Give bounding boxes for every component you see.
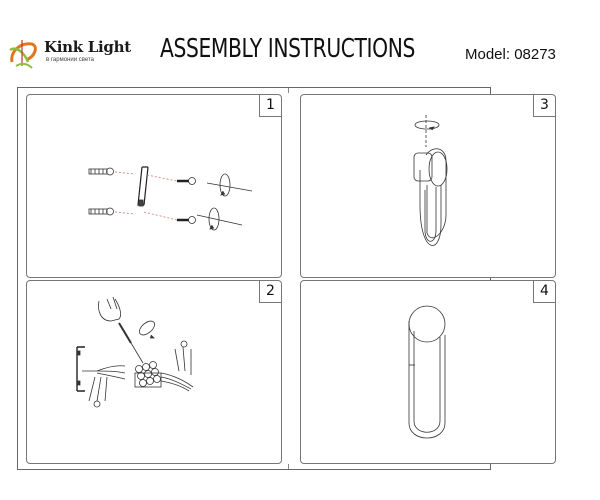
instruction-sheet: 1: [17, 87, 556, 470]
brand-logo: Kink Light в гармонии света: [6, 36, 146, 72]
step-panel-3: 3: [300, 94, 556, 278]
center-tick-bottom: [288, 464, 289, 469]
step-number-1: 1: [259, 95, 281, 117]
page-title: ASSEMBLY INSTRUCTIONS: [160, 34, 415, 64]
step-number-4: 4: [533, 281, 555, 303]
step-number-2: 2: [259, 281, 281, 303]
lamp-attachment-icon: [413, 115, 448, 246]
brand-name: Kink Light: [44, 38, 131, 56]
wiring-connection-icon: [76, 296, 194, 408]
step-panel-1: 1: [26, 94, 282, 278]
center-tick-top: [288, 88, 289, 93]
step-panel-2: 2: [26, 280, 282, 464]
model-number: Model: 08273: [465, 46, 556, 63]
assembled-lamp-icon: [408, 305, 446, 439]
step-number-3: 3: [533, 95, 555, 117]
brand-tagline: в гармонии света: [46, 57, 95, 63]
step-panel-4: 4: [300, 280, 556, 464]
wall-bracket-mounting-icon: [88, 166, 253, 231]
kink-light-swirl-logo-icon: [9, 40, 37, 69]
header: Kink Light в гармонии света ASSEMBLY INS…: [0, 0, 600, 80]
